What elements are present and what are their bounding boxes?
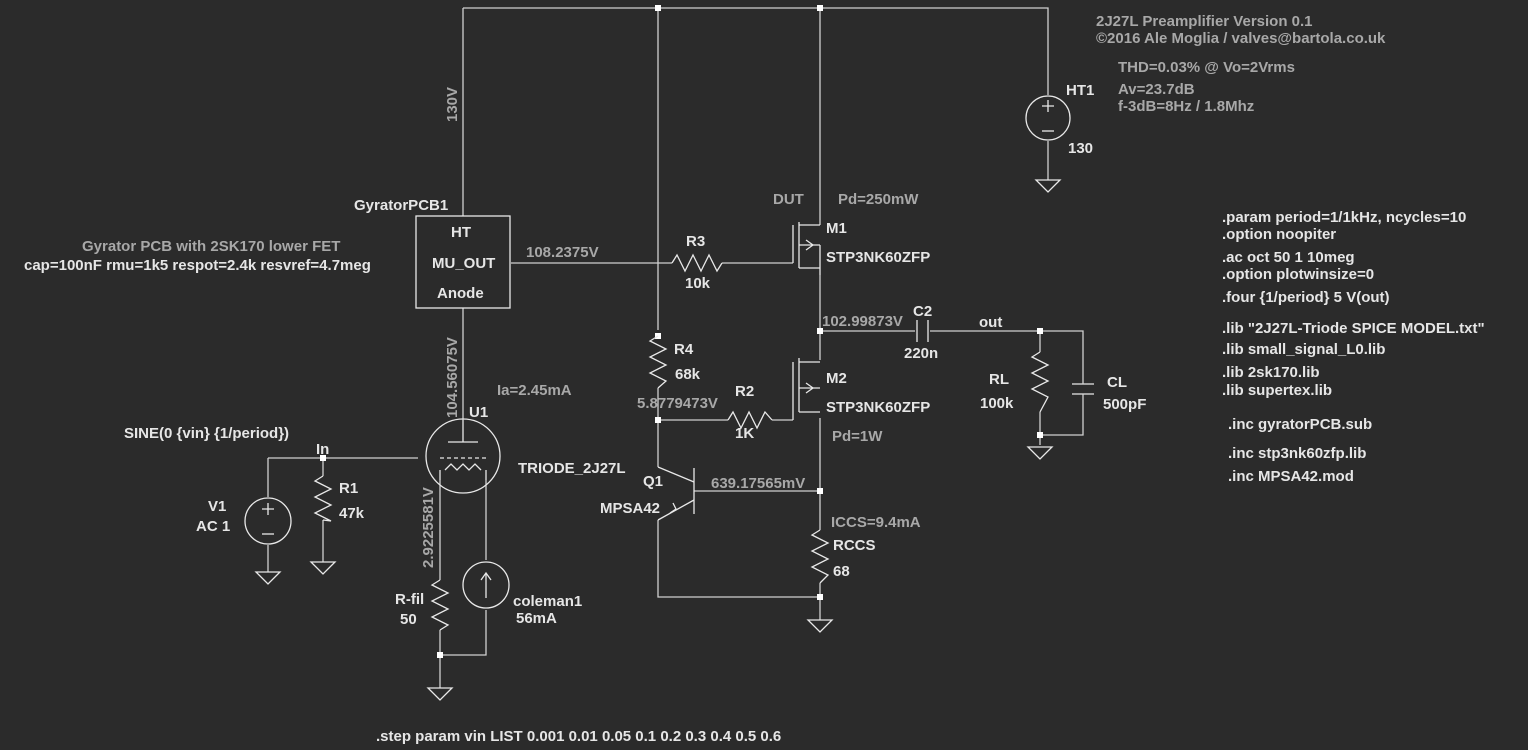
rccs-name: RCCS bbox=[833, 537, 876, 554]
voltage-ht: 130V bbox=[444, 87, 461, 122]
ht1-name: HT1 bbox=[1066, 82, 1094, 99]
rl-resistor[interactable] bbox=[1030, 351, 1050, 413]
directive-line[interactable]: .inc gyratorPCB.sub bbox=[1228, 416, 1372, 433]
r3-resistor[interactable] bbox=[671, 253, 723, 273]
directive-line[interactable]: .lib supertex.lib bbox=[1222, 382, 1332, 399]
bandwidth-text: f-3dB=8Hz / 1.8Mhz bbox=[1118, 98, 1254, 115]
ground-v1 bbox=[254, 571, 282, 585]
gyrator-comment: Gyrator PCB with 2SK170 lower FET bbox=[82, 238, 340, 255]
r1-name: R1 bbox=[339, 480, 358, 497]
ht1-voltage-source[interactable] bbox=[1025, 95, 1071, 141]
directive-line[interactable]: .param period=1/1kHz, ncycles=10 bbox=[1222, 209, 1466, 226]
m1-model: STP3NK60ZFP bbox=[826, 249, 930, 266]
m1-tag: DUT bbox=[773, 191, 804, 208]
u1-model: TRIODE_2J27L bbox=[518, 460, 626, 477]
r4-resistor[interactable] bbox=[648, 335, 668, 389]
coleman-name: coleman1 bbox=[513, 593, 582, 610]
rfil-name: R-fil bbox=[395, 591, 424, 608]
rfil-resistor[interactable] bbox=[430, 579, 450, 631]
coleman-value: 56mA bbox=[516, 610, 557, 627]
voltage-emitter: 639.17565mV bbox=[711, 475, 805, 492]
net-label-out: out bbox=[979, 314, 1002, 331]
rl-value: 100k bbox=[980, 395, 1014, 412]
m1-mosfet[interactable] bbox=[792, 222, 821, 275]
r2-name: R2 bbox=[735, 383, 754, 400]
c2-name: C2 bbox=[913, 303, 932, 320]
directive-line[interactable]: .four {1/period} 5 V(out) bbox=[1222, 289, 1390, 306]
ht1-value: 130 bbox=[1068, 140, 1093, 157]
c2-capacitor[interactable] bbox=[916, 320, 929, 342]
rl-name: RL bbox=[989, 371, 1009, 388]
m1-power: Pd=250mW bbox=[838, 191, 919, 208]
r4-value: 68k bbox=[675, 366, 701, 383]
gyrator-pin-mu: MU_OUT bbox=[432, 255, 495, 272]
v1-name: V1 bbox=[208, 498, 226, 515]
c2-value: 220n bbox=[904, 345, 938, 362]
title-text: 2J27L Preamplifier Version 0.1 bbox=[1096, 13, 1313, 30]
rccs-value: 68 bbox=[833, 563, 850, 580]
q1-transistor[interactable] bbox=[657, 466, 695, 521]
r4-name: R4 bbox=[674, 341, 694, 358]
r3-value: 10k bbox=[685, 275, 711, 292]
directive-line[interactable]: .lib "2J27L-Triode SPICE MODEL.txt" bbox=[1222, 320, 1485, 337]
r1-resistor[interactable] bbox=[313, 475, 333, 522]
directive-line[interactable]: .inc MPSA42.mod bbox=[1228, 468, 1354, 485]
rfil-value: 50 bbox=[400, 611, 417, 628]
ground-r1 bbox=[309, 561, 337, 575]
r2-resistor[interactable] bbox=[727, 410, 773, 430]
voltage-mu-out: 108.2375V bbox=[526, 244, 599, 261]
voltage-filament: 2.9225581V bbox=[420, 487, 437, 568]
v1-value: AC 1 bbox=[196, 518, 230, 535]
gain-text: Av=23.7dB bbox=[1118, 81, 1195, 98]
ground-rl bbox=[1026, 446, 1054, 460]
m2-mosfet[interactable] bbox=[792, 358, 820, 420]
voltage-anode: 104.56075V bbox=[444, 337, 461, 418]
m2-power: Pd=1W bbox=[832, 428, 883, 445]
directive-line[interactable]: .option plotwinsize=0 bbox=[1222, 266, 1374, 283]
m2-model: STP3NK60ZFP bbox=[826, 399, 930, 416]
v1-source-spec: SINE(0 {vin} {1/period}) bbox=[124, 425, 289, 442]
gyrator-pin-ht: HT bbox=[451, 224, 471, 241]
directive-line[interactable]: .ac oct 50 1 10meg bbox=[1222, 249, 1355, 266]
q1-name: Q1 bbox=[643, 473, 663, 490]
coleman-current-source[interactable] bbox=[462, 561, 510, 609]
v1-voltage-source[interactable] bbox=[244, 497, 292, 545]
copyright-text: ©2016 Ale Moglia / valves@bartola.co.uk bbox=[1096, 30, 1386, 47]
cl-capacitor[interactable] bbox=[1072, 376, 1094, 402]
directive-line[interactable]: .lib 2sk170.lib bbox=[1222, 364, 1320, 381]
directive-line[interactable]: .inc stp3nk60zfp.lib bbox=[1228, 445, 1366, 462]
directive-line[interactable]: .option noopiter bbox=[1222, 226, 1336, 243]
ground-rccs bbox=[806, 619, 834, 633]
cl-name: CL bbox=[1107, 374, 1127, 391]
r2-value: 1K bbox=[735, 425, 754, 442]
r1-value: 47k bbox=[339, 505, 365, 522]
m2-name: M2 bbox=[826, 370, 847, 387]
junction-dots bbox=[320, 5, 1043, 658]
directive-line[interactable]: .lib small_signal_L0.lib bbox=[1222, 341, 1385, 358]
rccs-current: ICCS=9.4mA bbox=[831, 514, 921, 531]
m1-name: M1 bbox=[826, 220, 847, 237]
net-label-in: In bbox=[316, 441, 329, 458]
gyrator-pin-anode: Anode bbox=[437, 285, 484, 302]
ground-filament bbox=[426, 687, 454, 701]
u1-current: Ia=2.45mA bbox=[497, 382, 572, 399]
gyrator-block[interactable] bbox=[415, 215, 511, 309]
gyrator-name: GyratorPCB1 bbox=[354, 197, 448, 214]
ground-ht1 bbox=[1034, 179, 1062, 193]
thd-text: THD=0.03% @ Vo=2Vrms bbox=[1118, 59, 1295, 76]
u1-triode[interactable] bbox=[425, 418, 501, 494]
u1-name: U1 bbox=[469, 404, 488, 421]
step-directive[interactable]: .step param vin LIST 0.001 0.01 0.05 0.1… bbox=[376, 728, 781, 745]
voltage-out-node: 102.99873V bbox=[822, 313, 903, 330]
rccs-resistor[interactable] bbox=[810, 529, 830, 584]
r3-name: R3 bbox=[686, 233, 705, 250]
cl-value: 500pF bbox=[1103, 396, 1146, 413]
q1-model: MPSA42 bbox=[600, 500, 660, 517]
gyrator-params: cap=100nF rmu=1k5 respot=2.4k resvref=4.… bbox=[24, 257, 371, 274]
voltage-r4-node: 5.8779473V bbox=[637, 395, 718, 412]
